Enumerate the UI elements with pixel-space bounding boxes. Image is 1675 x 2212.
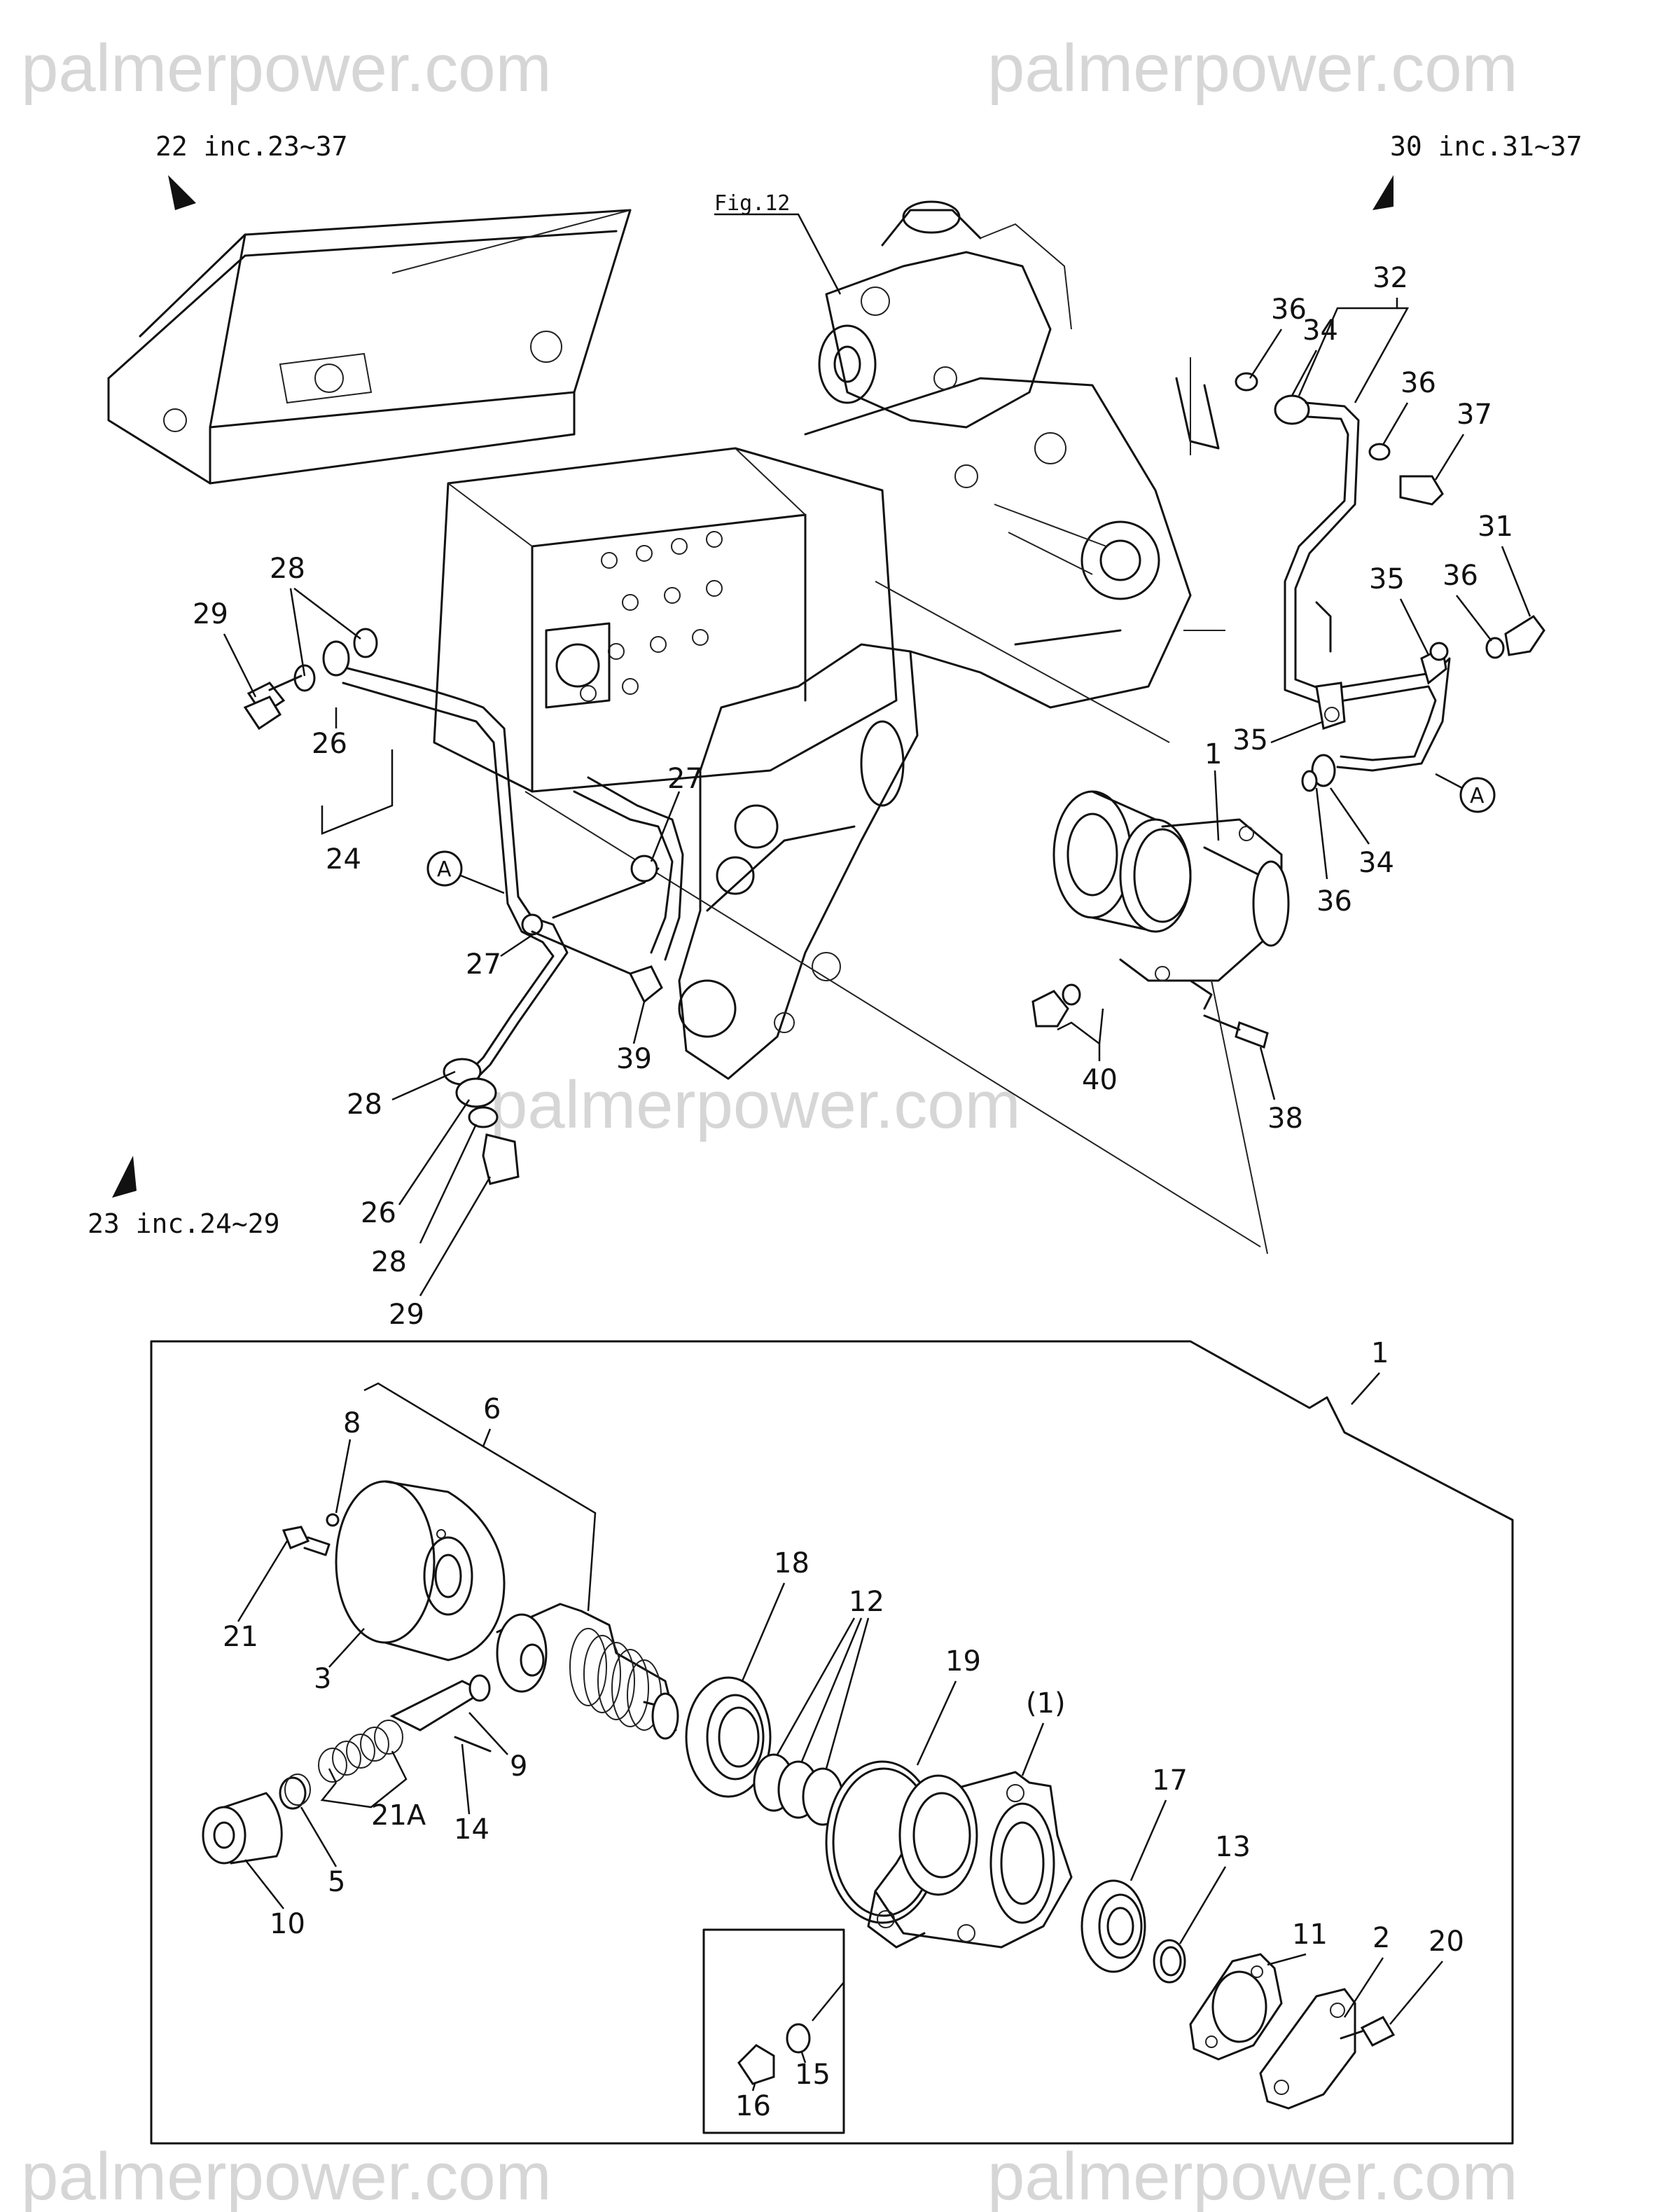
watermark-top-left: palmerpower.com <box>21 31 552 106</box>
arrow-icon <box>1372 175 1393 210</box>
callout-29-bottom: 29 <box>389 1299 424 1331</box>
oil-pump-assembly <box>243 696 1290 1049</box>
callout-21: 21 <box>223 1621 258 1653</box>
detail-callouts: 2 3 5 6 8 9 10 11 12 13 14 15 16 17 18 1… <box>223 1382 1464 2122</box>
callout-2: 2 <box>1372 1922 1390 1954</box>
callout-34-bottom: 34 <box>1358 847 1394 879</box>
callout-27: 27 <box>667 763 703 795</box>
callout-36-top: 36 <box>1271 293 1307 326</box>
callout-10: 10 <box>270 1908 305 1940</box>
detail-link <box>1211 980 1268 1254</box>
oil-pipe-right <box>1235 372 1545 792</box>
marker-a-left: A <box>426 850 505 894</box>
fig-12-reference: Fig.12 <box>714 191 790 216</box>
upper-callouts: 1 24 26 26 27 27 28 28 28 29 29 31 32 34… <box>193 262 1531 1331</box>
callout-36-right: 36 <box>1401 367 1436 399</box>
callout-3: 3 <box>314 1663 331 1695</box>
callout-32: 32 <box>1372 262 1408 294</box>
callout-26: 26 <box>312 728 347 760</box>
callout-17: 17 <box>1152 1764 1188 1797</box>
arrow-icon <box>168 175 196 210</box>
callout-40: 40 <box>1082 1064 1118 1096</box>
ref-23-label: 23 inc.24~29 <box>88 1208 280 1239</box>
arrow-icon <box>112 1156 137 1198</box>
callout-35: 35 <box>1369 563 1405 595</box>
callout-28-bottom: 28 <box>371 1246 407 1278</box>
callout-6: 6 <box>483 1393 501 1425</box>
watermark-center: palmerpower.com <box>490 1067 1021 1142</box>
callout-13: 13 <box>1215 1831 1251 1863</box>
ref-30-label: 30 inc.31~37 <box>1390 131 1583 162</box>
callout-38: 38 <box>1267 1102 1303 1135</box>
watermark-top-right: palmerpower.com <box>987 31 1518 106</box>
marker-a-right: A <box>1435 773 1496 813</box>
detail-parts <box>202 1480 1396 2134</box>
callout-15: 15 <box>795 2059 830 2091</box>
detail-frame <box>150 1340 1514 2145</box>
callout-18: 18 <box>774 1547 809 1579</box>
watermark-bottom-right: palmerpower.com <box>987 2139 1518 2212</box>
callout-36-bottom: 36 <box>1316 885 1352 918</box>
callout-39: 39 <box>616 1043 652 1075</box>
callout-9: 9 <box>510 1750 527 1783</box>
ref-22-group: 22 inc.23~37 <box>155 131 348 210</box>
callout-36-mid: 36 <box>1443 560 1478 592</box>
callout-16: 16 <box>735 2090 771 2122</box>
svg-text:A: A <box>437 857 452 882</box>
callout-26-bottom: 26 <box>361 1197 396 1229</box>
callout-5: 5 <box>328 1866 345 1898</box>
ref-23-group: 23 inc.24~29 <box>88 1156 280 1239</box>
callout-37: 37 <box>1457 399 1492 431</box>
callout-1-detail: 1 <box>1371 1337 1389 1369</box>
callout-21a: 21A <box>371 1799 426 1832</box>
callout-31: 31 <box>1478 511 1513 543</box>
watermark-bottom-left: palmerpower.com <box>21 2139 552 2212</box>
callout-12: 12 <box>849 1586 884 1618</box>
callout-11: 11 <box>1292 1919 1328 1951</box>
callout-19: 19 <box>945 1645 981 1678</box>
svg-text:A: A <box>1470 784 1485 808</box>
callout-28: 28 <box>270 553 305 585</box>
callout-35-bottom: 35 <box>1232 724 1268 756</box>
engine-block-outline <box>107 200 1220 1080</box>
callout-1-housing: (1) <box>1026 1687 1066 1720</box>
callout-24: 24 <box>326 843 361 876</box>
callout-28-mid: 28 <box>347 1088 382 1121</box>
callout-1: 1 <box>1204 738 1222 770</box>
callout-20: 20 <box>1429 1926 1464 1958</box>
callout-34: 34 <box>1302 314 1338 347</box>
callout-29: 29 <box>193 598 228 630</box>
callout-27-bottom: 27 <box>466 948 501 981</box>
ref-22-label: 22 inc.23~37 <box>155 131 348 162</box>
ref-30-group: 30 inc.31~37 <box>1372 131 1583 210</box>
callout-14: 14 <box>454 1813 489 1846</box>
callout-8: 8 <box>343 1407 361 1439</box>
